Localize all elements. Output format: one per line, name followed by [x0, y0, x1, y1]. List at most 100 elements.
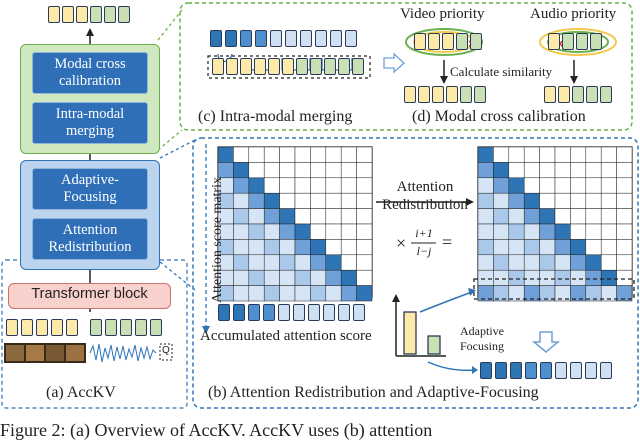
matrix-cell	[508, 223, 525, 240]
matrix-cell	[263, 285, 280, 302]
matrix-cell	[263, 223, 280, 240]
matrix-cell	[585, 146, 602, 163]
matrix-cell	[279, 146, 296, 163]
matrix-cell	[356, 223, 373, 240]
matrix-cell	[325, 269, 342, 286]
matrix-cell	[554, 269, 571, 286]
matrix-cell	[248, 285, 265, 302]
matrix-cell	[310, 208, 327, 225]
adaptive-focusing-label: Adaptive Focusing	[460, 324, 505, 353]
matrix-cell	[554, 146, 571, 163]
matrix-cell	[493, 208, 510, 225]
matrix-cell	[539, 254, 556, 271]
matrix-cell	[340, 208, 357, 225]
transformer-block-label: Transformer block	[31, 286, 148, 302]
matrix-cell	[493, 239, 510, 256]
matrix-cell	[248, 162, 265, 179]
matrix-cell	[554, 254, 571, 271]
matrix-cell	[248, 192, 265, 209]
matrix-cell	[263, 146, 280, 163]
matrix-cell	[508, 162, 525, 179]
matrix-cell	[600, 254, 617, 271]
matrix-cell	[294, 239, 311, 256]
matrix-cell	[233, 177, 250, 194]
matrix-cell	[263, 162, 280, 179]
matrix-cell	[294, 162, 311, 179]
matrix-cell	[477, 239, 494, 256]
matrix-cell	[310, 269, 327, 286]
matrix-cell	[585, 269, 602, 286]
matrix-cell	[279, 208, 296, 225]
matrix-cell	[477, 162, 494, 179]
matrix-cell	[310, 223, 327, 240]
matrix-cell	[585, 192, 602, 209]
matrix-cell	[325, 162, 342, 179]
matrix-cell	[508, 177, 525, 194]
matrix-cell	[294, 223, 311, 240]
matrix-cell	[310, 192, 327, 209]
matrix-cell	[356, 254, 373, 271]
caption-a: (a) AccKV	[46, 384, 116, 401]
matrix-cell	[523, 146, 540, 163]
matrix-cell	[600, 177, 617, 194]
matrix-cell	[233, 192, 250, 209]
matrix-cell	[310, 239, 327, 256]
redistribution-label: Attention Redistribution	[382, 179, 468, 213]
matrix-cell	[310, 162, 327, 179]
matrix-cell	[554, 162, 571, 179]
matrix-cell	[294, 177, 311, 194]
matrix-cell	[523, 208, 540, 225]
matrix-cell	[523, 254, 540, 271]
matrix-cell	[493, 177, 510, 194]
adaptive-focusing-box: Adaptive- Focusing	[32, 168, 148, 210]
matrix-cell	[570, 192, 587, 209]
matrix-cell	[356, 208, 373, 225]
matrix-cell	[340, 223, 357, 240]
matrix-cell	[477, 146, 494, 163]
matrix-cell	[493, 254, 510, 271]
matrix-cell	[294, 285, 311, 302]
matrix-cell	[539, 162, 556, 179]
transformer-block	[8, 283, 171, 309]
matrix-cell	[570, 208, 587, 225]
matrix-cell	[554, 192, 571, 209]
matrix-cell	[325, 223, 342, 240]
matrix-cell	[600, 223, 617, 240]
matrix-cell	[294, 192, 311, 209]
panel-bottom-border	[192, 137, 639, 409]
matrix-cell	[356, 177, 373, 194]
matrix-cell	[616, 177, 633, 194]
matrix-cell	[554, 208, 571, 225]
video-priority-label: Video priority	[400, 6, 485, 22]
matrix-cell	[539, 269, 556, 286]
matrix-cell	[477, 192, 494, 209]
matrix-cell	[294, 208, 311, 225]
matrix-cell	[570, 254, 587, 271]
matrix-cell	[493, 269, 510, 286]
matrix-cell	[570, 146, 587, 163]
audio-waveform	[89, 343, 157, 363]
matrix-cell	[477, 177, 494, 194]
matrix-cell	[356, 146, 373, 163]
matrix-cell	[233, 239, 250, 256]
matrix-cell	[477, 269, 494, 286]
matrix-cell	[233, 208, 250, 225]
matrix-cell	[310, 254, 327, 271]
matrix-cell	[263, 192, 280, 209]
accumulated-score-label: Accumulated attention score	[200, 328, 372, 344]
matrix-cell	[248, 254, 265, 271]
matrix-cell	[340, 254, 357, 271]
matrix-cell	[539, 146, 556, 163]
matrix-cell	[585, 223, 602, 240]
caption-c: (c) Intra-modal merging	[198, 108, 353, 125]
matrix-cell	[279, 269, 296, 286]
svg-text:×: ×	[556, 36, 564, 51]
matrix-cell	[477, 208, 494, 225]
matrix-cell	[493, 223, 510, 240]
matrix-cell	[539, 192, 556, 209]
matrix-cell	[523, 192, 540, 209]
modal-cross-calibration-box: Modal cross calibration	[32, 52, 148, 94]
caption-b: (b) Attention Redistribution and Adaptiv…	[208, 384, 539, 401]
matrix-cell	[508, 208, 525, 225]
matrix-cell	[279, 223, 296, 240]
